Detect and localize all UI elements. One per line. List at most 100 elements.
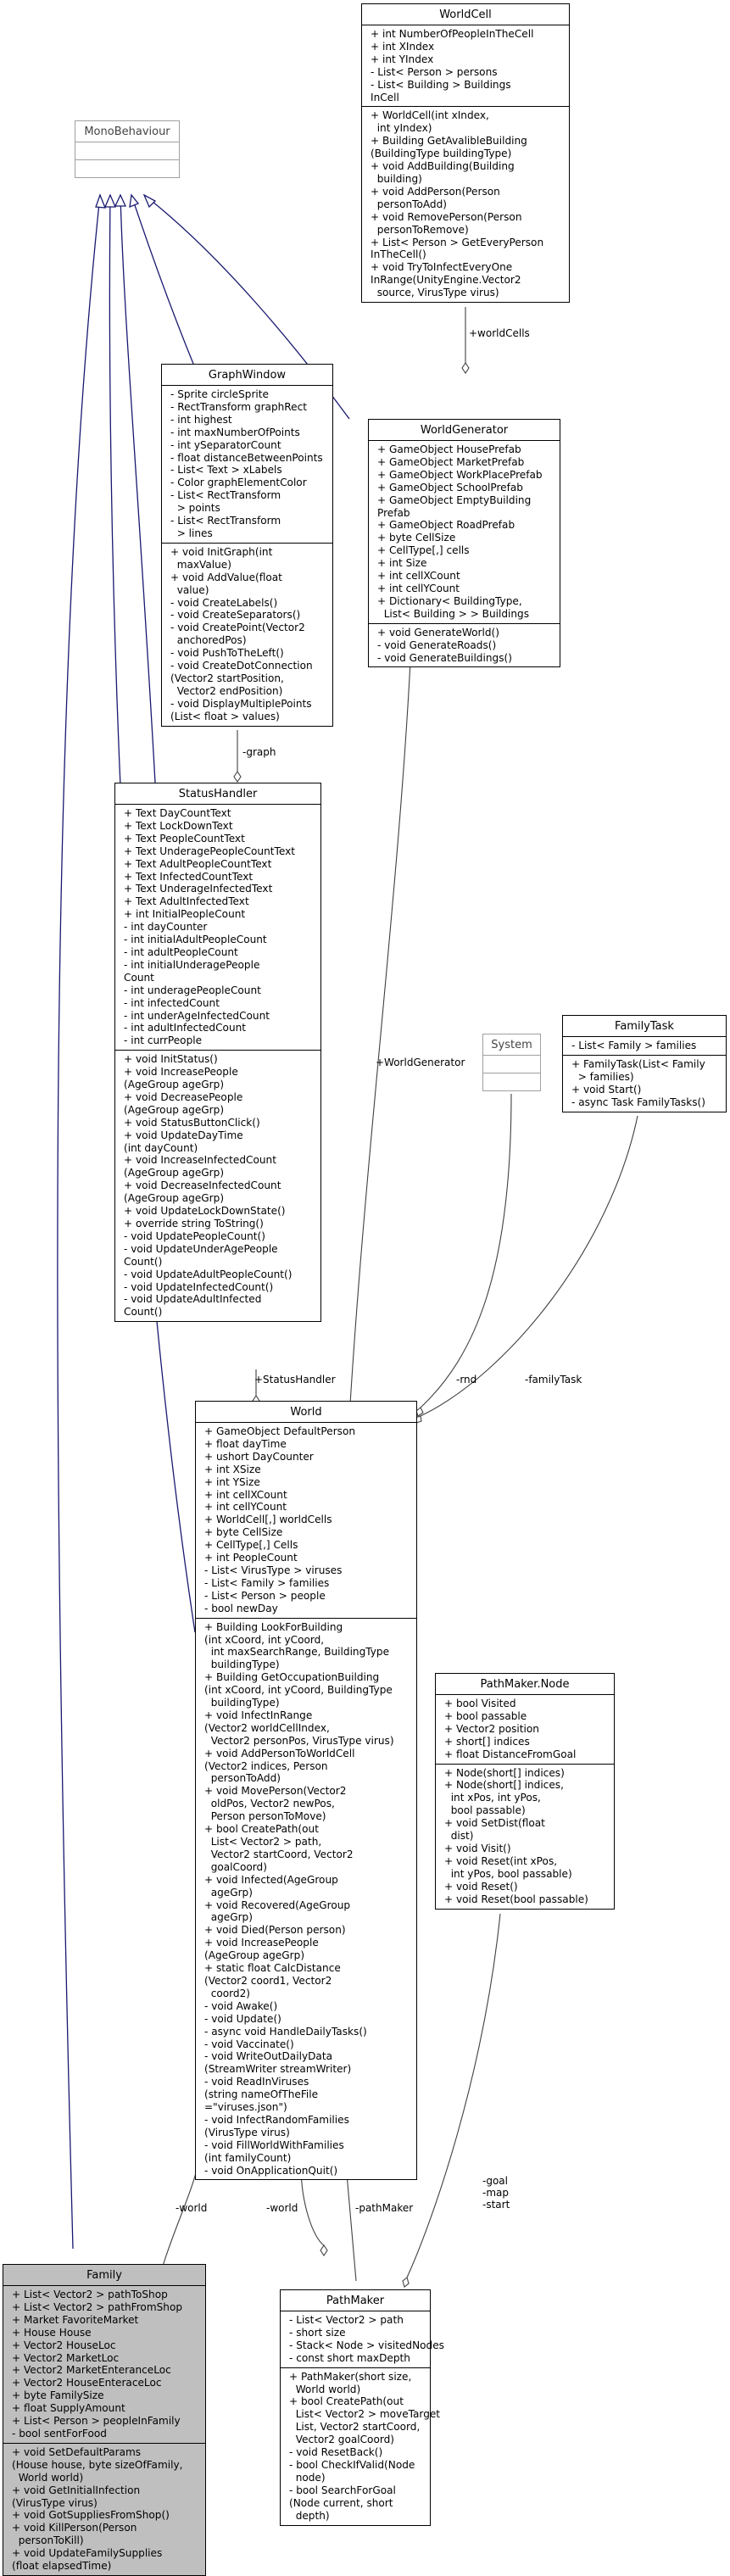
- member-line: - void OnApplicationQuit(): [204, 2164, 338, 2177]
- assoc-diamond-graph: [233, 771, 242, 783]
- member-line: ageGrp): [204, 1911, 253, 1924]
- member-line: InTheCell(): [371, 248, 426, 261]
- member-line: building): [371, 172, 422, 185]
- attributes: + Text DayCountText+ Text LockDownText+ …: [115, 805, 320, 1051]
- member-line: + Node(short[] indices): [444, 1766, 565, 1779]
- edge-label-statushandler: +StatusHandler: [254, 1374, 336, 1386]
- member-line: - List< Person > persons: [371, 65, 498, 78]
- member-line: + void Recovered(AgeGroup: [204, 1899, 351, 1911]
- member-line: + void KillPerson(Person: [12, 2522, 137, 2534]
- member-line: - void ReadInViruses: [204, 2076, 309, 2088]
- member-line: + Building LookForBuilding: [204, 1620, 343, 1633]
- member-line: int yPos, bool passable): [444, 1867, 572, 1880]
- class-graphwindow[interactable]: GraphWindow - Sprite circleSprite- RectT…: [161, 364, 333, 727]
- member-line: > families): [571, 1070, 634, 1083]
- inherit-edge-family: [57, 194, 101, 2250]
- member-line: + WorldCell(int xIndex,: [371, 109, 489, 122]
- assoc-edge-node: [406, 1913, 501, 2278]
- class-statushandler[interactable]: StatusHandler + Text DayCountText+ Text …: [114, 783, 321, 1323]
- member-line: ="viruses.json"): [204, 2101, 287, 2114]
- member-line: + GameObject EmptyBuilding: [377, 493, 532, 506]
- member-line: buildingType): [204, 1697, 280, 1709]
- member-line: + Text AdultInfectedText: [124, 895, 249, 908]
- member-line: - bool sentForFood: [12, 2427, 107, 2439]
- member-line: + PathMaker(short size,: [289, 2370, 412, 2383]
- methods: + WorldCell(int xIndex, int yIndex)+ Bui…: [362, 107, 569, 302]
- member-line: - async Task FamilyTasks(): [571, 1096, 705, 1108]
- member-line: + CellType[,] cells: [377, 544, 470, 557]
- member-line: + Text LockDownText: [124, 819, 233, 832]
- inherit-arrow-world: [104, 193, 116, 208]
- member-line: InCell: [371, 91, 399, 103]
- member-line: + void Reset(int xPos,: [444, 1854, 558, 1867]
- member-line: - void GenerateBuildings(): [377, 651, 512, 664]
- member-line: + float SupplyAmount: [12, 2402, 125, 2415]
- member-line: + short[] indices: [444, 1735, 530, 1748]
- member-line: - void CreateDotConnection: [170, 660, 313, 672]
- class-family[interactable]: Family + List< Vector2 > pathToShop+ Lis…: [3, 2264, 206, 2576]
- member-line: + void UpdateDayTime: [124, 1129, 243, 1141]
- member-line: - const short maxDepth: [289, 2351, 410, 2364]
- class-worldgenerator[interactable]: WorldGenerator + GameObject HousePrefab+…: [368, 419, 560, 668]
- member-line: + int YIndex: [371, 53, 434, 65]
- member-line: List< Vector2 > path,: [204, 1836, 322, 1848]
- member-line: + Node(short[] indices,: [444, 1779, 564, 1792]
- member-line: + GameObject WorkPlacePrefab: [377, 468, 543, 481]
- member-line: (BuildingType buildingType): [371, 148, 512, 160]
- edge-label-rnd: -rnd: [456, 1374, 477, 1386]
- class-familytask[interactable]: FamilyTask - List< Family > families + F…: [562, 1015, 727, 1112]
- member-line: dist): [444, 1830, 474, 1843]
- methods: + Building LookForBuilding(int xCoord, i…: [196, 1619, 416, 2180]
- inherit-arrow-worldgenerator: [142, 193, 157, 209]
- class-monobehaviour[interactable]: MonoBehaviour: [75, 120, 180, 178]
- methods: + void InitGraph(int maxValue)+ void Add…: [162, 544, 332, 726]
- member-line: int maxSearchRange, BuildingType: [204, 1646, 390, 1659]
- member-line: - int initialAdultPeopleCount: [124, 934, 267, 946]
- member-line: - void FillWorldWithFamilies: [204, 2138, 344, 2151]
- attributes: + List< Vector2 > pathToShop+ List< Vect…: [3, 2286, 205, 2444]
- member-line: (AgeGroup ageGrp): [204, 1949, 305, 1962]
- member-line: + byte CellSize: [204, 1526, 283, 1539]
- member-line: ageGrp): [204, 1886, 253, 1899]
- class-title: PathMaker.Node: [436, 1674, 614, 1695]
- attributes: + GameObject DefaultPerson+ float dayTim…: [196, 1423, 416, 1619]
- member-line: (Vector2 indices, Person: [204, 1759, 328, 1772]
- assoc-diamond-rnd: [415, 1407, 424, 1417]
- member-line: int xPos, int yPos,: [444, 1792, 541, 1804]
- methods: + void GenerateWorld()- void GenerateRoa…: [369, 624, 560, 667]
- member-line: (List< float > values): [170, 710, 280, 722]
- member-line: + void StatusButtonClick(): [124, 1116, 260, 1129]
- member-line: InRange(UnityEngine.Vector2: [371, 274, 521, 287]
- member-line: - bool SearchForGoal: [289, 2484, 396, 2496]
- attributes: [75, 142, 179, 160]
- member-line: + bool CreatePath(out: [204, 1823, 319, 1836]
- member-line: + int PeopleCount: [204, 1552, 298, 1564]
- class-world[interactable]: World + GameObject DefaultPerson+ float …: [195, 1401, 417, 2181]
- member-line: - void CreatePoint(Vector2: [170, 622, 305, 634]
- inherit-edge-graphwindow: [131, 194, 194, 365]
- assoc-diamond-node: [402, 2277, 410, 2288]
- member-line: + Vector2 HouseEnteraceLoc: [12, 2377, 162, 2389]
- member-line: + void IncreasePeople: [204, 1937, 319, 1949]
- member-line: personToAdd): [204, 1772, 281, 1785]
- member-line: - int underagePeopleCount: [124, 984, 261, 996]
- member-line: + int XIndex: [371, 40, 435, 53]
- member-line: + List< Person > GetEveryPerson: [371, 236, 544, 248]
- class-pathmaker[interactable]: PathMaker - List< Vector2 > path- short …: [280, 2289, 444, 2526]
- member-line: - bool CheckIfValid(Node: [289, 2458, 415, 2471]
- member-line: - Stack< Node > visitedNodes: [289, 2339, 444, 2351]
- member-line: (StreamWriter streamWriter): [204, 2063, 352, 2076]
- edge-label-world-pathmaker: -world: [266, 2202, 298, 2214]
- class-system[interactable]: System: [482, 1034, 541, 1091]
- member-line: (Vector2 worldCellIndex,: [204, 1721, 330, 1734]
- class-pathmaker-node[interactable]: PathMaker.Node + bool Visited+ bool pass…: [435, 1673, 615, 1910]
- class-title: StatusHandler: [115, 783, 320, 805]
- class-worldcell[interactable]: WorldCell + int NumberOfPeopleInTheCell+…: [361, 3, 570, 304]
- member-line: (VirusType virus): [12, 2496, 98, 2509]
- member-line: + int InitialPeopleCount: [124, 908, 246, 921]
- member-line: int yIndex): [371, 122, 432, 135]
- member-line: personToKill): [12, 2534, 84, 2547]
- attributes: - Sprite circleSprite- RectTransform gra…: [162, 386, 332, 544]
- member-line: + int YSize: [204, 1475, 260, 1488]
- member-line: - List< Vector2 > path: [289, 2314, 404, 2326]
